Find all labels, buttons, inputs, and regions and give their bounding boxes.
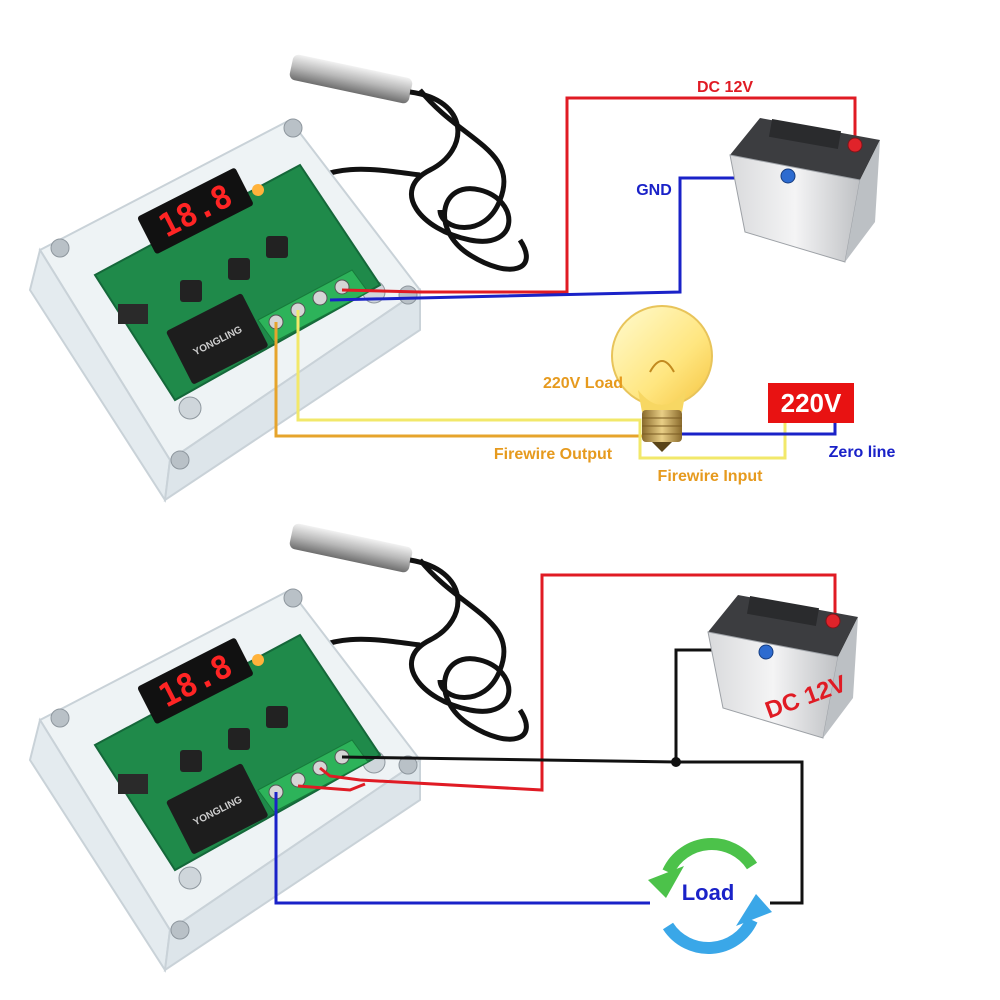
load-cycle-icon: Load — [648, 838, 772, 954]
relay: YONGLING — [166, 763, 268, 854]
status-led — [252, 654, 264, 666]
bottom-module: 18.8 YONGLING — [28, 523, 529, 973]
battery-bottom: DC 12V — [707, 595, 858, 739]
light-bulb-icon — [611, 305, 713, 452]
ic-chip — [118, 774, 148, 794]
dc-12v-wire — [341, 96, 857, 294]
bottom-wiring — [274, 573, 837, 905]
status-led — [252, 184, 264, 196]
button-1 — [228, 258, 250, 280]
pcb-board: 18.8 YONGLING — [93, 633, 382, 872]
top-wiring — [274, 96, 857, 460]
firewire-output-label: Firewire Output — [494, 446, 613, 463]
relay: YONGLING — [166, 293, 268, 384]
battery-top — [729, 118, 880, 263]
voltage-badge-label: 220V — [781, 388, 842, 418]
terminal-block — [257, 269, 369, 343]
dc-12v-wire — [319, 573, 837, 792]
zero-line-wire — [680, 420, 837, 436]
junction-dot — [671, 757, 681, 767]
voltage-badge: 220V — [768, 383, 854, 423]
zero-line-label: Zero line — [829, 444, 896, 461]
firewire-output-wire — [274, 322, 660, 438]
terminal-block — [257, 739, 369, 813]
button-2 — [266, 236, 288, 258]
button-3 — [180, 750, 202, 772]
button-1 — [228, 728, 250, 750]
load-return-wire — [676, 760, 804, 905]
button-3 — [180, 280, 202, 302]
temperature-probe — [289, 523, 529, 742]
load-text: Load — [682, 880, 735, 905]
jumper-wire — [297, 782, 366, 792]
load-feed-wire — [274, 792, 650, 905]
firewire-input-label: Firewire Input — [658, 468, 764, 485]
top-module: 18.8 YONGLING — [28, 54, 529, 503]
pcb-board: 18.8 YONGLING — [93, 163, 382, 402]
firewire-input-wire — [296, 310, 787, 460]
dc-12v-label: DC 12V — [697, 79, 753, 96]
load-label: 220V Load — [543, 375, 623, 392]
button-2 — [266, 706, 288, 728]
ic-chip — [118, 304, 148, 324]
gnd-label: GND — [636, 182, 672, 199]
